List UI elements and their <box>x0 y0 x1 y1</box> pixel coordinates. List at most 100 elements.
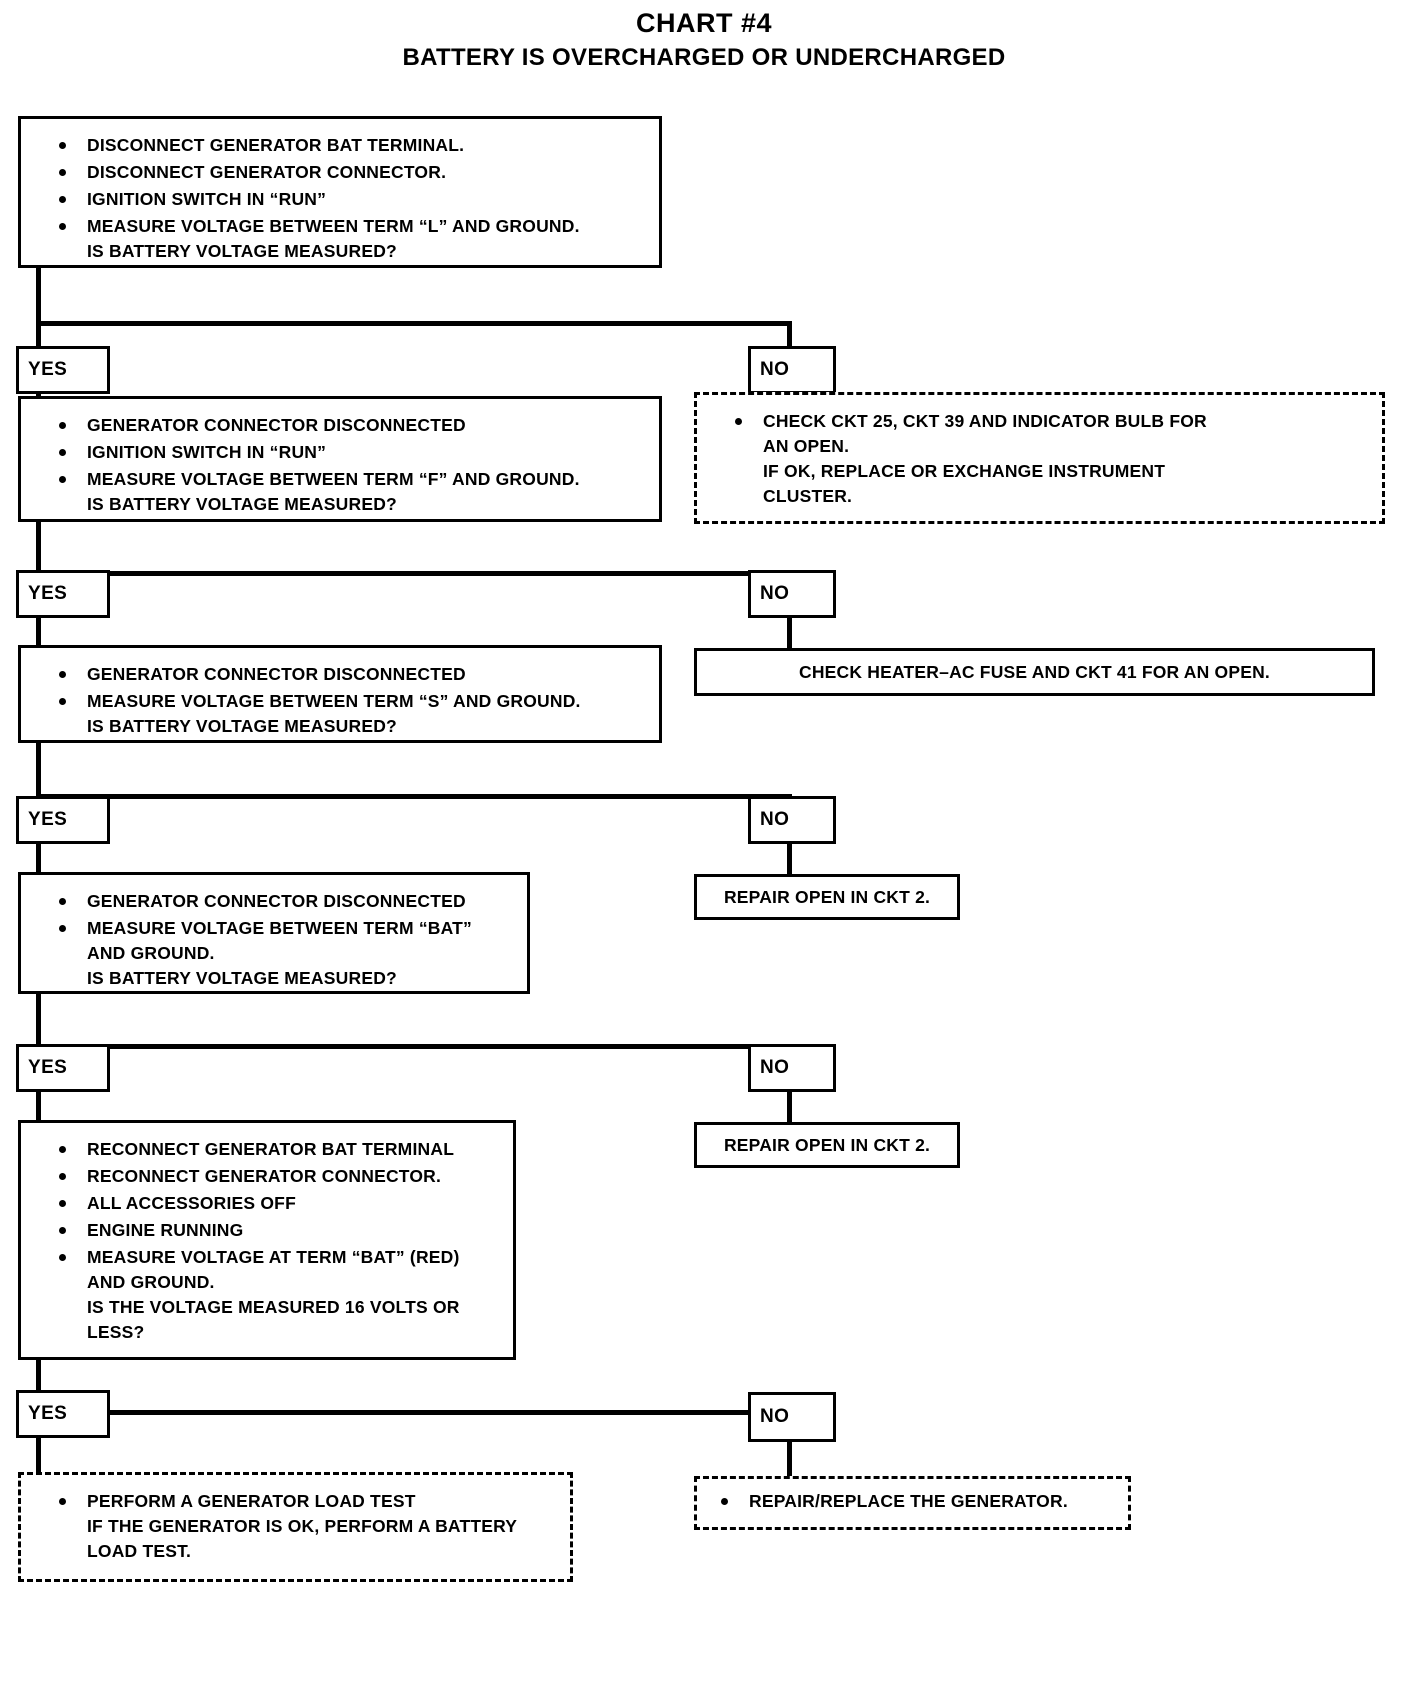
connector-step4-down <box>36 993 41 1049</box>
bullet-line: MEASURE VOLTAGE BETWEEN TERM “L” AND GRO… <box>87 216 580 236</box>
bullet-line: GENERATOR CONNECTOR DISCONNECTED <box>87 415 466 435</box>
bullet-list: GENERATOR CONNECTOR DISCONNECTED MEASURE … <box>35 662 649 739</box>
bullet-list: GENERATOR CONNECTOR DISCONNECTED IGNITION… <box>35 413 649 517</box>
bullet-line: RECONNECT GENERATOR CONNECTOR. <box>87 1166 442 1186</box>
bullet-item: ALL ACCESSORIES OFF <box>35 1191 503 1216</box>
label-yes-5: YES <box>16 1390 110 1438</box>
bullet-line: AN OPEN. <box>763 436 850 456</box>
bullet-line: IS BATTERY VOLTAGE MEASURED? <box>87 241 397 261</box>
bullet-item: MEASURE VOLTAGE BETWEEN TERM “S” AND GRO… <box>35 689 649 739</box>
bullet-dot-icon <box>59 1498 66 1505</box>
yes-text: YES <box>28 583 68 604</box>
bullet-list: REPAIR/REPLACE THE GENERATOR. <box>697 1489 1120 1514</box>
connector-yes3-to-step4 <box>36 844 41 876</box>
bullet-item: ENGINE RUNNING <box>35 1218 503 1243</box>
bullet-dot-icon <box>59 223 66 230</box>
bullet-item: GENERATOR CONNECTOR DISCONNECTED <box>35 413 649 438</box>
bullet-line: MEASURE VOLTAGE BETWEEN TERM “BAT” <box>87 918 472 938</box>
bullet-dot-icon <box>59 1254 66 1261</box>
bullet-line: DISCONNECT GENERATOR BAT TERMINAL. <box>87 135 465 155</box>
connector-no4-to-box <box>787 1092 792 1128</box>
bullet-line: IS BATTERY VOLTAGE MEASURED? <box>87 968 397 988</box>
bullet-dot-icon <box>59 169 66 176</box>
bullet-item: MEASURE VOLTAGE BETWEEN TERM “F” AND GRO… <box>35 467 649 517</box>
bullet-line: IGNITION SWITCH IN “RUN” <box>87 189 327 209</box>
bullet-dot-icon <box>59 1173 66 1180</box>
bullet-item: MEASURE VOLTAGE BETWEEN TERM “L” AND GRO… <box>35 214 649 264</box>
node-text: CHECK HEATER–AC FUSE AND CKT 41 FOR AN O… <box>799 661 1270 682</box>
bullet-line: DISCONNECT GENERATOR CONNECTOR. <box>87 162 447 182</box>
bullet-line: CLUSTER. <box>763 486 853 506</box>
bullet-line: RECONNECT GENERATOR BAT TERMINAL <box>87 1139 455 1159</box>
node-step1-no-action: CHECK CKT 25, CKT 39 AND INDICATOR BULB … <box>694 392 1385 524</box>
connector-branch5 <box>36 1410 792 1415</box>
yes-text: YES <box>28 1403 68 1424</box>
node-step5-no-action: REPAIR/REPLACE THE GENERATOR. <box>694 1476 1131 1530</box>
bullet-line: GENERATOR CONNECTOR DISCONNECTED <box>87 891 466 911</box>
bullet-item: MEASURE VOLTAGE AT TERM “BAT” (RED) AND G… <box>35 1245 503 1345</box>
connector-step5-down <box>36 1359 41 1415</box>
label-no-5: NO <box>748 1392 836 1442</box>
bullet-item: MEASURE VOLTAGE BETWEEN TERM “BAT” AND GR… <box>35 916 517 991</box>
yes-text: YES <box>28 809 68 830</box>
label-no-4: NO <box>748 1044 836 1092</box>
bullet-line: CHECK CKT 25, CKT 39 AND INDICATOR BULB … <box>763 411 1207 431</box>
no-text: NO <box>760 809 790 830</box>
bullet-item: GENERATOR CONNECTOR DISCONNECTED <box>35 662 649 687</box>
no-text: NO <box>760 1057 790 1078</box>
connector-yes4-to-step5 <box>36 1092 41 1124</box>
label-no-3: NO <box>748 796 836 844</box>
connector-branch4 <box>36 1044 792 1049</box>
bullet-line: IF OK, REPLACE OR EXCHANGE INSTRUMENT <box>763 461 1166 481</box>
bullet-line: MEASURE VOLTAGE AT TERM “BAT” (RED) <box>87 1247 460 1267</box>
connector-branch1-yes-drop <box>36 321 41 348</box>
bullet-dot-icon <box>59 422 66 429</box>
bullet-item: DISCONNECT GENERATOR CONNECTOR. <box>35 160 649 185</box>
bullet-item: IGNITION SWITCH IN “RUN” <box>35 187 649 212</box>
bullet-line: AND GROUND. <box>87 943 215 963</box>
node-step2: GENERATOR CONNECTOR DISCONNECTED IGNITION… <box>18 396 662 522</box>
connector-yes5-to-final <box>36 1438 41 1474</box>
connector-no3-to-box <box>787 844 792 880</box>
bullet-dot-icon <box>59 142 66 149</box>
connector-step2-down <box>36 520 41 576</box>
label-yes-1: YES <box>16 346 110 394</box>
node-step5-yes-action: PERFORM A GENERATOR LOAD TEST IF THE GENE… <box>18 1472 573 1582</box>
bullet-line: IGNITION SWITCH IN “RUN” <box>87 442 327 462</box>
page-title: CHART #4 <box>635 8 773 38</box>
connector-step3-down <box>36 742 41 798</box>
bullet-dot-icon <box>59 1146 66 1153</box>
yes-text: YES <box>28 1057 68 1078</box>
node-text: REPAIR OPEN IN CKT 2. <box>723 1134 931 1155</box>
bullet-line: AND GROUND. <box>87 1272 215 1292</box>
bullet-line: LOAD TEST. <box>87 1541 192 1561</box>
bullet-item: IGNITION SWITCH IN “RUN” <box>35 440 649 465</box>
node-step3-no-action: REPAIR OPEN IN CKT 2. <box>694 874 960 920</box>
bullet-dot-icon <box>59 1227 66 1234</box>
label-no-1: NO <box>748 346 836 394</box>
bullet-line: LESS? <box>87 1322 145 1342</box>
connector-step1-down <box>36 268 41 326</box>
bullet-line: REPAIR/REPLACE THE GENERATOR. <box>749 1491 1068 1511</box>
yes-text: YES <box>28 359 68 380</box>
bullet-line: MEASURE VOLTAGE BETWEEN TERM “S” AND GRO… <box>87 691 581 711</box>
node-step3: GENERATOR CONNECTOR DISCONNECTED MEASURE … <box>18 645 662 743</box>
node-step4-no-action: REPAIR OPEN IN CKT 2. <box>694 1122 960 1168</box>
bullet-line: IS THE VOLTAGE MEASURED 16 VOLTS OR <box>87 1297 460 1317</box>
label-yes-3: YES <box>16 796 110 844</box>
bullet-line: PERFORM A GENERATOR LOAD TEST <box>87 1491 416 1511</box>
bullet-line: IS BATTERY VOLTAGE MEASURED? <box>87 716 397 736</box>
bullet-dot-icon <box>59 925 66 932</box>
node-step2-no-action: CHECK HEATER–AC FUSE AND CKT 41 FOR AN O… <box>694 648 1375 696</box>
bullet-item: RECONNECT GENERATOR BAT TERMINAL <box>35 1137 503 1162</box>
bullet-dot-icon <box>735 418 742 425</box>
bullet-list: CHECK CKT 25, CKT 39 AND INDICATOR BULB … <box>711 409 1372 509</box>
bullet-list: RECONNECT GENERATOR BAT TERMINAL RECONNEC… <box>35 1137 503 1345</box>
bullet-dot-icon <box>59 671 66 678</box>
bullet-line: IF THE GENERATOR IS OK, PERFORM A BATTER… <box>87 1516 518 1536</box>
bullet-line: ENGINE RUNNING <box>87 1220 244 1240</box>
node-text: REPAIR OPEN IN CKT 2. <box>723 886 931 907</box>
connector-branch3 <box>36 794 792 799</box>
bullet-item: REPAIR/REPLACE THE GENERATOR. <box>697 1489 1120 1514</box>
